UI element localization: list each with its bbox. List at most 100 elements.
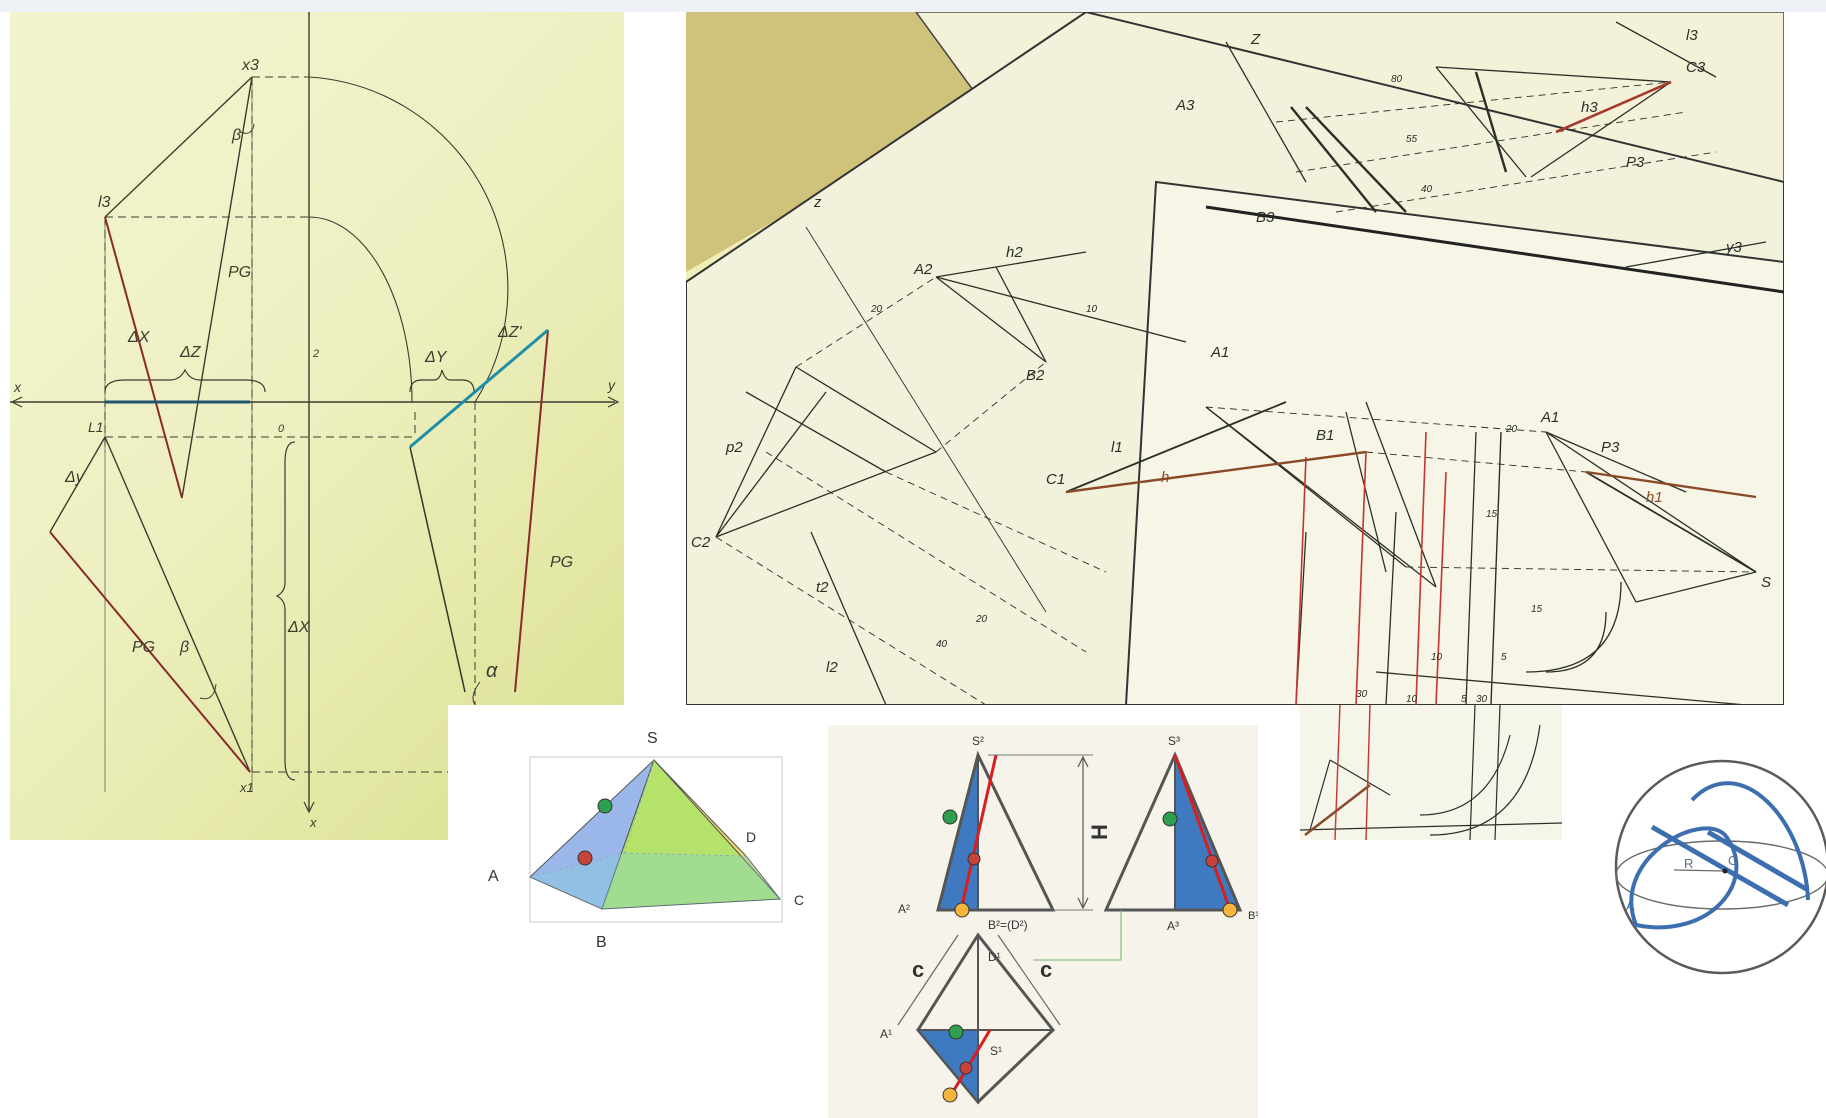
sphere-figure: R O A: [1590, 740, 1826, 1010]
front-point-red: [967, 852, 981, 866]
label-tick-0: 0: [278, 423, 285, 435]
true-length-red: [49, 531, 251, 773]
tick-label: 20: [870, 304, 883, 315]
pyramid-3d-figure: S A B C D: [448, 705, 810, 975]
side-point-red: [1205, 854, 1219, 868]
true-length-cyan: [409, 328, 549, 449]
top-view-red-line: [952, 1029, 992, 1091]
tick-label: 5: [1461, 694, 1467, 705]
radius-line: [1673, 869, 1726, 872]
bottom-sketch: [1300, 705, 1562, 840]
drawing-line: [995, 266, 1047, 363]
label-x1: x1: [239, 780, 254, 795]
tick-label: 55: [1406, 134, 1418, 145]
label-h2: h2: [1006, 244, 1023, 261]
top-point-yellow: [942, 1087, 958, 1103]
drawing-line: [1635, 571, 1757, 603]
true-length-red: [514, 329, 549, 693]
tick-label: 10: [1406, 694, 1418, 705]
label-s2: S²: [972, 734, 984, 748]
top-point-red: [959, 1061, 973, 1075]
hidden-edge: [623, 759, 655, 854]
drawing-line: [1615, 21, 1717, 78]
chord-lower: [1706, 829, 1810, 893]
drawing-line: [1290, 106, 1377, 213]
label-d: D: [746, 829, 756, 845]
tick-label: 15: [1531, 604, 1543, 615]
point-green: [597, 798, 613, 814]
drawing-line: [1205, 406, 1407, 568]
brace: [104, 368, 266, 393]
drawing-line: [1435, 66, 1527, 178]
label-a: A: [1626, 898, 1635, 913]
label-s: S: [647, 730, 658, 747]
label-b2: B2: [1026, 367, 1045, 384]
label-a3: A³: [1167, 919, 1179, 933]
projector-line: [765, 451, 1087, 653]
drawing-line: [1465, 431, 1477, 705]
rotation-arc: [308, 76, 509, 403]
drawing-line: [715, 366, 797, 538]
label-l1: L1: [88, 419, 104, 435]
great-circle-left: [1629, 826, 1739, 930]
side-point-green: [1162, 811, 1178, 827]
drawing-line: [1345, 411, 1387, 573]
label-h: H: [1087, 824, 1112, 840]
red-line: [1415, 431, 1427, 705]
label-h3: h3: [1581, 99, 1598, 116]
rotation-arc: [308, 216, 413, 403]
projector-line: [1275, 81, 1672, 123]
front-view-outline: [936, 750, 1056, 912]
label-a2: A2: [913, 261, 933, 278]
label-dx-upper: ΔX: [127, 329, 151, 346]
drawing-line: [1469, 705, 1476, 840]
projector-line: [1365, 451, 1587, 473]
label-b: B: [596, 934, 607, 951]
label-x-bottom: x: [309, 815, 317, 830]
drawing-line: [795, 366, 937, 453]
drawing-line: [1305, 106, 1407, 213]
drawing-line: [1385, 511, 1397, 705]
pyramid-projections-figure: S² S³ H A² B²=(D²) A³ B³ c c D¹ A¹ S¹: [828, 725, 1258, 1118]
hidden-edge: [529, 852, 625, 878]
drawing-line: [810, 531, 887, 705]
axis-arrow: [303, 801, 315, 814]
label-p2: p2: [725, 439, 743, 456]
edge-dimension: [997, 934, 1061, 1026]
dim-arrow: [1077, 755, 1089, 768]
front-point-yellow: [954, 902, 970, 918]
label-left-axis: x: [13, 379, 22, 395]
edge-line: [104, 76, 253, 218]
label-s3: S³: [1168, 734, 1180, 748]
drawing-line: [1309, 759, 1331, 831]
label-a2: A²: [898, 902, 910, 916]
tick-label: 10: [1086, 304, 1098, 315]
tick-label: 30: [1356, 689, 1368, 700]
tick-label: 40: [936, 639, 948, 650]
axis-arrow: [10, 396, 23, 408]
label-a: A: [488, 868, 499, 885]
edge-line: [181, 76, 253, 499]
drawing-line: [1300, 822, 1562, 831]
drawing-line: [715, 391, 827, 538]
label-a1: A¹: [880, 1027, 892, 1041]
label-l2: l2: [826, 659, 838, 676]
red-true-length: [1555, 80, 1672, 134]
label-b1: B1: [1316, 427, 1334, 444]
edge-dimension: [897, 934, 959, 1026]
center-point: [1722, 868, 1728, 874]
drawing-line: [1585, 471, 1757, 573]
drawing-line: [935, 276, 1047, 363]
drawing-line: [1530, 81, 1672, 178]
red-line: [1295, 456, 1307, 705]
angle-arc: [239, 123, 255, 134]
label-dz-right: ΔZ': [497, 324, 523, 341]
label-c-left: c: [912, 957, 924, 982]
label-c1: C1: [1046, 471, 1065, 488]
label-c2: C2: [691, 534, 711, 551]
tick-label: 20: [1505, 424, 1518, 435]
label-l3: l3: [98, 194, 111, 211]
side-view-outline: [1103, 751, 1243, 912]
brace: [275, 441, 296, 781]
drawing-arc: [1419, 734, 1511, 816]
